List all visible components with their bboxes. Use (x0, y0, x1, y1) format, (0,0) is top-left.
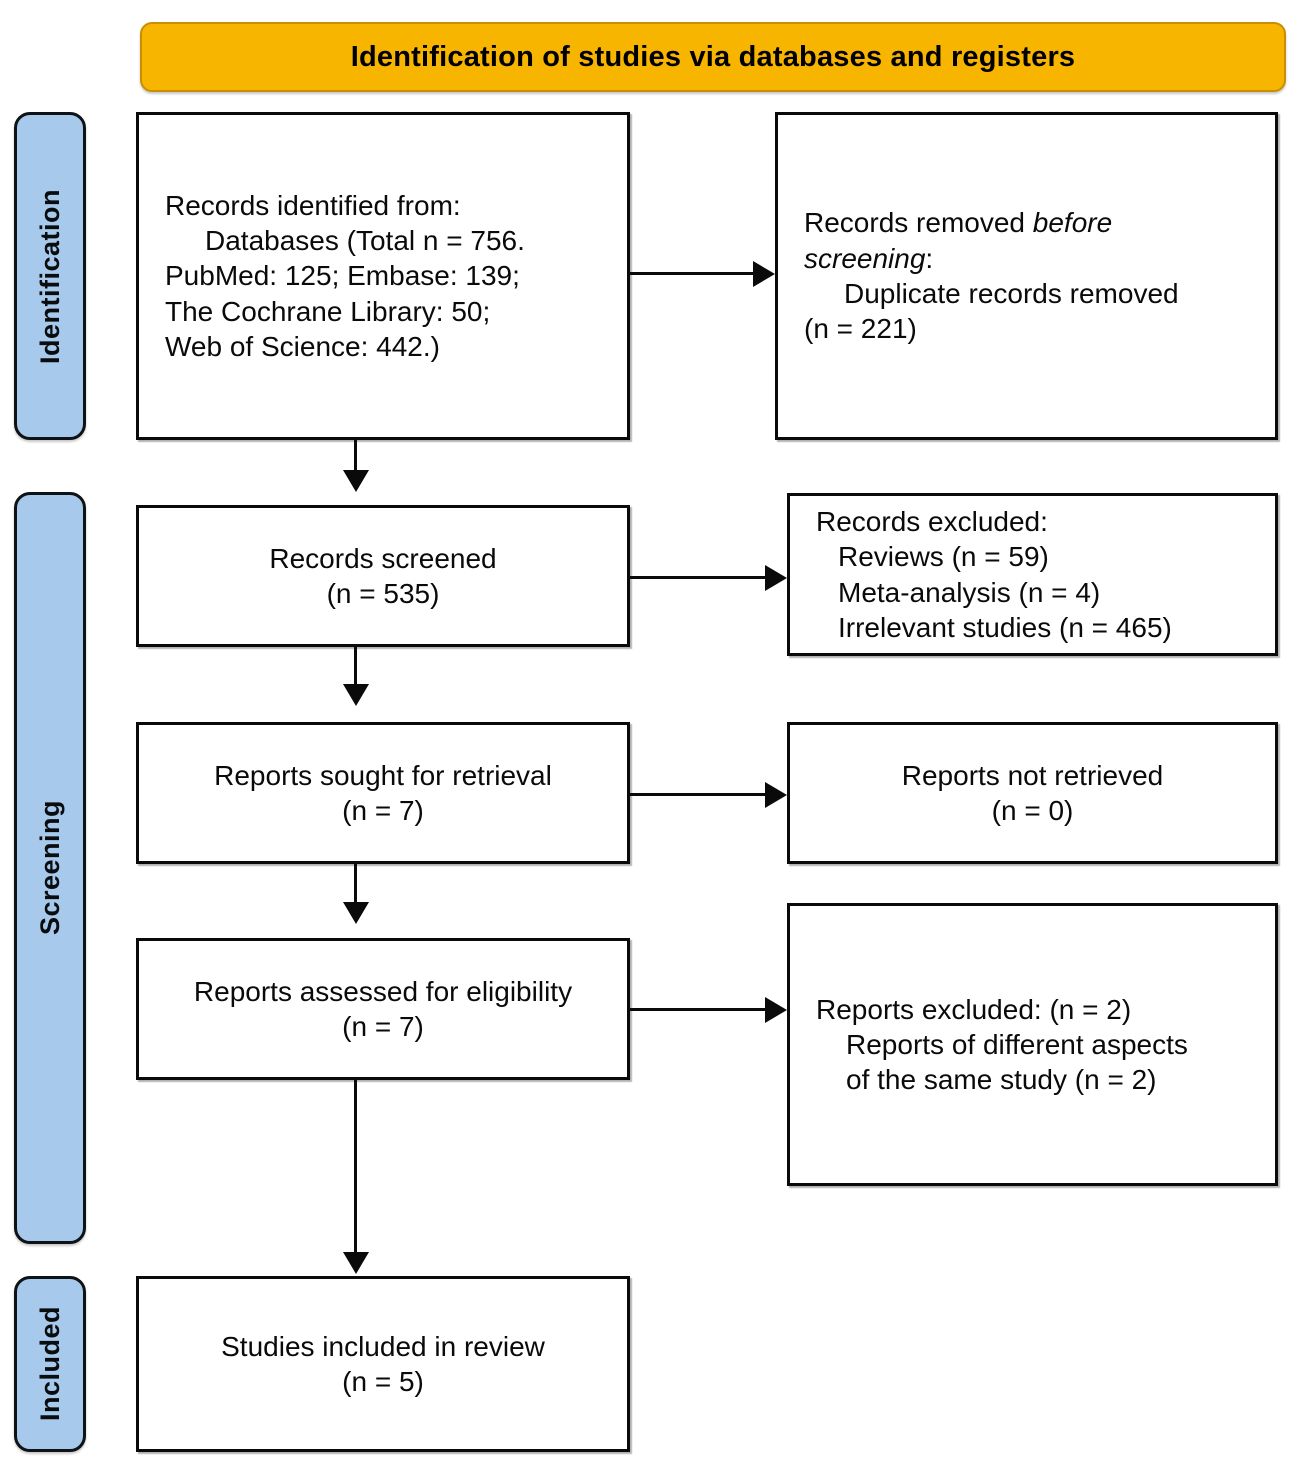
node-reports-excluded: Reports excluded: (n = 2)Reports of diff… (787, 903, 1278, 1186)
records-excluded-line-1: Records excluded: (816, 505, 1048, 537)
diagram-title-text: Identification of studies via databases … (350, 40, 1076, 73)
node-records-removed-text: Records removed before screening: Duplicat… (778, 205, 1275, 346)
records-excluded-line-4: Irrelevant studies (n = 465) (838, 611, 1172, 643)
diagram-title-banner: Identification of studies via databases … (140, 22, 1286, 92)
arrowhead-sought-to-not-retrieved (765, 782, 787, 808)
arrowhead-identified-to-removed (753, 261, 775, 287)
node-records-screened-text: Records screened (n = 535) (139, 541, 627, 612)
records-removed-line-3: Duplicate records removed (844, 278, 1179, 309)
connector-identified-to-screened (354, 440, 357, 483)
node-reports-assessed-text: Reports assessed for eligibility (n = 7) (139, 974, 627, 1045)
connector-identified-to-removed (630, 272, 755, 275)
reports-excluded-line-3: of the same study (n = 2) (846, 1064, 1157, 1096)
reports-assessed-line-1: Reports assessed for eligibility (193, 975, 573, 1007)
records-screened-line-2: (n = 535) (326, 578, 440, 609)
reports-excluded-line-1: Reports excluded: (n = 2) (816, 993, 1132, 1025)
records-identified-line-5: Web of Science: 442.) (165, 330, 440, 362)
connector-sought-to-not-retrieved (630, 793, 767, 796)
connector-sought-to-assessed (354, 864, 357, 916)
node-records-identified: Records identified from: Databases (Total… (136, 112, 630, 440)
studies-included-line-2: (n = 5) (342, 1366, 424, 1397)
arrowhead-screened-to-excluded (765, 565, 787, 591)
records-identified-line-1: Records identified from: (165, 189, 461, 221)
arrowhead-identified-to-screened (343, 470, 369, 492)
studies-included-line-1: Studies included in review (221, 1330, 545, 1362)
reports-excluded-line-2: Reports of different aspects (846, 1028, 1188, 1060)
connector-screened-to-excluded (630, 576, 767, 579)
records-excluded-line-3: Meta-analysis (n = 4) (838, 576, 1101, 608)
arrowhead-assessed-to-included (343, 1252, 369, 1274)
stage-sidebar-identification: Identification (14, 112, 86, 440)
node-reports-excluded-text: Reports excluded: (n = 2)Reports of diff… (790, 992, 1275, 1098)
node-reports-not-retrieved-text: Reports not retrieved (n = 0) (790, 758, 1275, 829)
reports-sought-line-1: Reports sought for retrieval (214, 759, 552, 791)
records-identified-line-3: PubMed: 125; Embase: 139; (165, 260, 520, 292)
records-excluded-line-2: Reviews (n = 59) (838, 541, 1049, 573)
reports-assessed-line-2: (n = 7) (342, 1011, 424, 1042)
node-reports-sought-for-retrieval: Reports sought for retrieval (n = 7) (136, 722, 630, 864)
reports-not-retrieved-line-2: (n = 0) (991, 795, 1074, 826)
node-studies-included-text: Studies included in review (n = 5) (139, 1329, 627, 1400)
records-removed-line-1-plain: Records removed (804, 207, 1033, 239)
connector-screened-to-sought (354, 647, 357, 697)
records-removed-line-4: (n = 221) (804, 313, 917, 345)
records-identified-line-4: The Cochrane Library: 50; (165, 295, 491, 327)
stage-sidebar-included: Included (14, 1276, 86, 1452)
node-records-identified-text: Records identified from: Databases (Total… (139, 188, 627, 364)
arrowhead-sought-to-assessed (343, 902, 369, 924)
reports-sought-line-2: (n = 7) (342, 795, 424, 826)
node-records-excluded-text: Records excluded: Reviews (n = 59)Meta-an… (790, 504, 1275, 645)
node-studies-included-in-review: Studies included in review (n = 5) (136, 1276, 630, 1452)
node-reports-not-retrieved: Reports not retrieved (n = 0) (787, 722, 1278, 864)
stage-label-screening: Screening (34, 800, 65, 936)
records-removed-line-2-italic: screening (804, 242, 926, 274)
connector-assessed-to-reports-excluded (630, 1008, 767, 1011)
reports-not-retrieved-line-1: Reports not retrieved (901, 759, 1164, 791)
node-reports-assessed-for-eligibility: Reports assessed for eligibility (n = 7) (136, 938, 630, 1080)
stage-sidebar-screening: Screening (14, 492, 86, 1244)
node-reports-sought-text: Reports sought for retrieval (n = 7) (139, 758, 627, 829)
records-removed-line-1-italic: before (1032, 207, 1113, 239)
arrowhead-screened-to-sought (343, 684, 369, 706)
records-removed-line-2-plain: : (925, 242, 934, 274)
records-screened-line-1: Records screened (269, 542, 497, 574)
node-records-removed-before-screening: Records removed before screening: Duplicat… (775, 112, 1278, 440)
connector-assessed-to-included (354, 1080, 357, 1265)
records-identified-line-2: Databases (Total n = 756. (205, 225, 525, 257)
node-records-excluded: Records excluded: Reviews (n = 59)Meta-an… (787, 493, 1278, 656)
arrowhead-assessed-to-reports-excluded (765, 997, 787, 1023)
stage-label-included: Included (34, 1306, 65, 1422)
node-records-screened: Records screened (n = 535) (136, 505, 630, 647)
stage-label-identification: Identification (34, 188, 65, 364)
